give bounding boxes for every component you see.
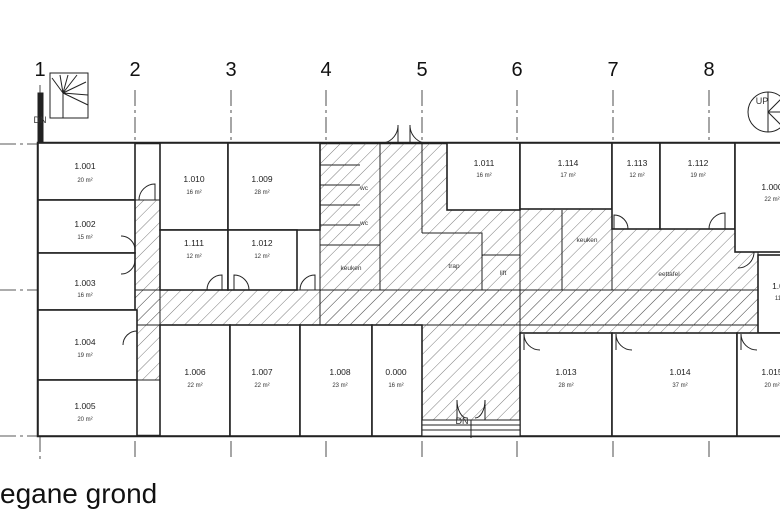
room-number: 1.008 bbox=[329, 367, 351, 377]
room-1-007[interactable] bbox=[229, 324, 301, 437]
room-1-111[interactable] bbox=[159, 229, 229, 291]
room-area: 20 m² bbox=[77, 178, 92, 184]
room-area: 28 m² bbox=[254, 190, 269, 196]
room-area: 12 m² bbox=[629, 173, 644, 179]
room-1-010[interactable] bbox=[159, 142, 229, 231]
grid-label: 7 bbox=[607, 59, 618, 81]
room-0-000[interactable] bbox=[371, 324, 423, 437]
room-area: 22 m² bbox=[187, 383, 202, 389]
kitchen-label: keuken bbox=[577, 237, 598, 244]
room-number: 1.113 bbox=[627, 158, 648, 168]
room-1-114[interactable] bbox=[519, 142, 613, 210]
room-labels: 1.001 20 m² 1.002 15 m² 1.003 16 m² 1.004 19… bbox=[74, 158, 780, 423]
room-1-015[interactable] bbox=[736, 332, 780, 437]
partitions bbox=[320, 143, 613, 291]
room-area: 16 m² bbox=[186, 190, 201, 196]
room-area: 20 m² bbox=[77, 417, 92, 423]
grid-label: 3 bbox=[225, 59, 236, 81]
room-number: 1.012 bbox=[251, 238, 273, 248]
grid-labels: 1 2 3 4 5 6 7 8 bbox=[34, 59, 714, 81]
area-labels: wc wc keuken trap lift keuken eettafel bbox=[341, 185, 681, 278]
room-1-014[interactable] bbox=[611, 332, 738, 437]
wc-label: wc bbox=[359, 220, 369, 227]
floor-title: egane grond bbox=[0, 478, 158, 509]
stair-top-left bbox=[37, 72, 89, 144]
room-number: 1.011 bbox=[474, 158, 495, 168]
room-area: 19 m² bbox=[690, 173, 705, 179]
room-number: 1.010 bbox=[183, 174, 205, 184]
room-number: 1.014 bbox=[669, 367, 691, 377]
room-area: 12 m² bbox=[186, 254, 201, 260]
room-area: 20 m² bbox=[764, 383, 779, 389]
stair-up-label: UP bbox=[756, 96, 769, 106]
room-1-001[interactable] bbox=[37, 142, 136, 201]
room-area: 23 m² bbox=[332, 383, 347, 389]
spiral-stair bbox=[747, 91, 780, 133]
room-area: 15 m² bbox=[77, 235, 92, 241]
door-swings bbox=[120, 124, 758, 351]
room-area: 12 m² bbox=[254, 254, 269, 260]
stair-label: trap bbox=[448, 263, 460, 270]
room-1-002[interactable] bbox=[37, 199, 136, 254]
grid-label: 1 bbox=[34, 59, 45, 81]
wc-label: wc bbox=[359, 185, 369, 192]
stair-dn-label: DN bbox=[34, 115, 47, 125]
room-number: 1.007 bbox=[251, 367, 273, 377]
dining-label: eettafel bbox=[658, 271, 680, 278]
room-area: 16 m² bbox=[77, 293, 92, 299]
grid-label: 2 bbox=[129, 59, 140, 81]
room-number: 1.0 bbox=[772, 281, 780, 291]
grid-label: 5 bbox=[416, 59, 427, 81]
room-number: 1.005 bbox=[74, 401, 96, 411]
room-number: 1.015 bbox=[761, 367, 780, 377]
room-number: 1.013 bbox=[555, 367, 577, 377]
room-number: 1.003 bbox=[74, 278, 96, 288]
rooms bbox=[37, 142, 780, 437]
room-number: 1.006 bbox=[184, 367, 206, 377]
room-area: 17 m² bbox=[560, 173, 575, 179]
room-area: 22 m² bbox=[254, 383, 269, 389]
room-area: 11 bbox=[775, 296, 780, 302]
room-1-004[interactable] bbox=[37, 309, 138, 381]
room-number: 1.001 bbox=[74, 161, 96, 171]
room-area: 37 m² bbox=[672, 383, 687, 389]
stair-bottom bbox=[421, 399, 521, 438]
room-area: 22 m² bbox=[764, 197, 779, 203]
room-1-005[interactable] bbox=[37, 379, 138, 437]
grid-label: 6 bbox=[511, 59, 522, 81]
room-area: 28 m² bbox=[558, 383, 573, 389]
room-number: 1.000 bbox=[761, 182, 780, 192]
room-number: 1.114 bbox=[558, 158, 579, 168]
room-number: 1.112 bbox=[688, 158, 709, 168]
grid-label: 4 bbox=[320, 59, 331, 81]
room-1-008[interactable] bbox=[299, 324, 373, 437]
room-number: 1.004 bbox=[74, 337, 96, 347]
room-1-013[interactable] bbox=[519, 332, 613, 437]
room-area: 16 m² bbox=[388, 383, 403, 389]
room-1-012[interactable] bbox=[227, 229, 298, 291]
room-1-006[interactable] bbox=[159, 324, 231, 437]
room-number: 0.000 bbox=[385, 367, 407, 377]
stair-dn-label: DN bbox=[456, 416, 469, 426]
room-1-000[interactable] bbox=[734, 142, 780, 253]
room-area: 16 m² bbox=[476, 173, 491, 179]
elevator-label: lift bbox=[500, 270, 507, 277]
kitchen-label: keuken bbox=[341, 265, 362, 272]
room-1-112[interactable] bbox=[659, 142, 736, 230]
room-1-009[interactable] bbox=[227, 142, 321, 231]
room-number: 1.009 bbox=[251, 174, 273, 184]
room-1-0xx[interactable] bbox=[757, 254, 780, 334]
room-area: 19 m² bbox=[77, 353, 92, 359]
room-number: 1.002 bbox=[74, 219, 96, 229]
grid-label: 8 bbox=[703, 59, 714, 81]
room-number: 1.111 bbox=[184, 238, 204, 248]
